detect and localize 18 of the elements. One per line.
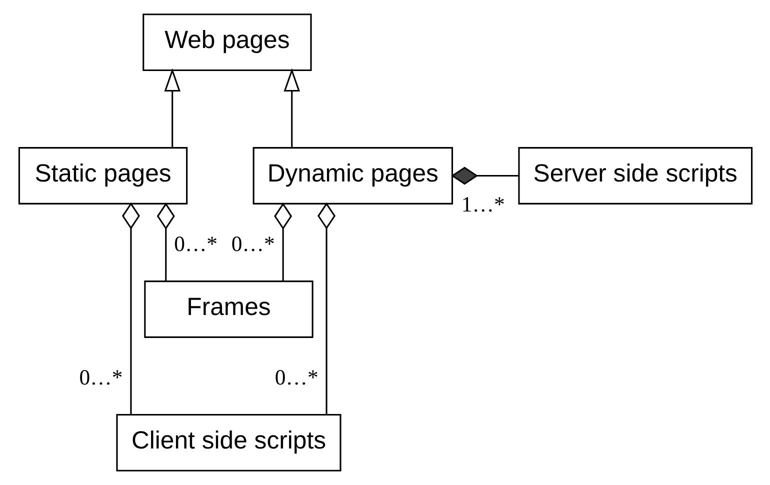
node-box: Web pages xyxy=(142,14,312,71)
node-box: Client side scripts xyxy=(116,414,341,472)
arrow xyxy=(283,68,300,148)
connector xyxy=(156,202,174,281)
node-box: Frames xyxy=(144,280,313,338)
node-box: Static pages xyxy=(18,147,188,204)
connector xyxy=(274,202,292,281)
node-box: Server side scripts xyxy=(518,147,752,204)
connector xyxy=(121,202,140,415)
edge-label: 0…* xyxy=(78,366,122,390)
arrow xyxy=(164,68,180,148)
node-box: Dynamic pages xyxy=(252,147,453,204)
edge-label: 0…* xyxy=(174,232,218,256)
connector xyxy=(450,166,518,185)
connector xyxy=(317,202,336,415)
edge-label: 0…* xyxy=(230,232,274,256)
edge-label: 0…* xyxy=(274,366,318,390)
edge-label: 1…* xyxy=(460,192,504,216)
